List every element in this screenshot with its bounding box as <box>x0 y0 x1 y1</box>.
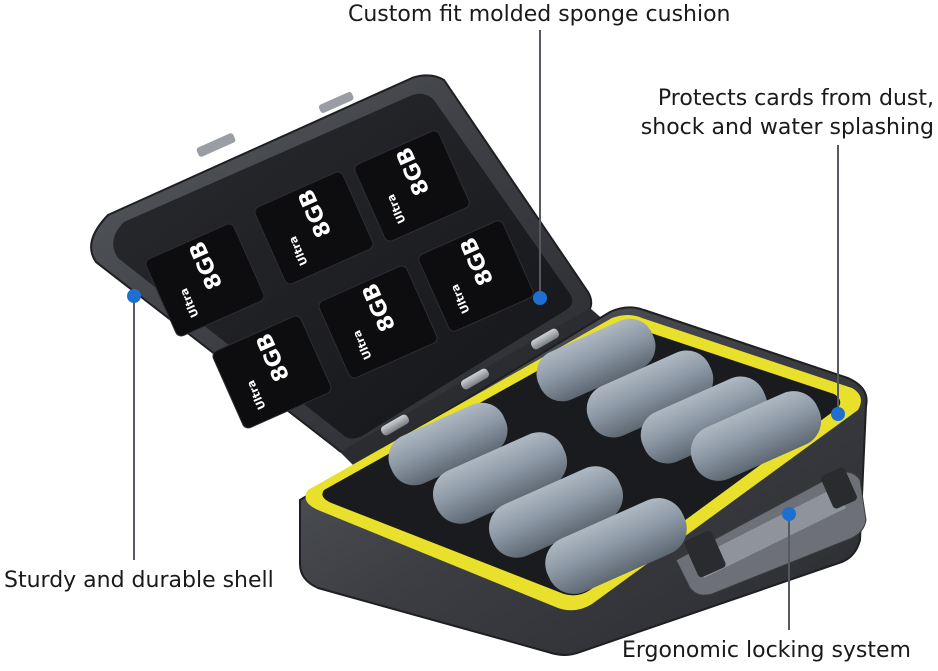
battery <box>586 350 714 438</box>
battery <box>536 318 656 402</box>
sd-card: 8GB Ultra <box>318 265 438 379</box>
battery <box>432 432 568 524</box>
sd-card: 8GB Ultra <box>212 315 332 429</box>
callout-dot <box>127 289 141 303</box>
locking-latch <box>675 467 867 596</box>
sd-card: 8GB Ultra <box>254 171 374 285</box>
callout-protection-line1: Protects cards from dust, <box>657 86 934 111</box>
sd-card: 8GB Ultra <box>354 130 470 242</box>
battery <box>488 466 624 558</box>
callout-dot <box>831 407 845 421</box>
battery <box>690 391 822 481</box>
battery-grid <box>388 318 822 594</box>
case-hinge <box>340 308 606 468</box>
callout-dot <box>533 291 547 305</box>
sd-card: 8GB Ultra <box>418 220 534 332</box>
callout-durable-shell: Sturdy and durable shell <box>4 568 274 593</box>
battery <box>545 498 687 594</box>
callout-protection-line2: shock and water splashing <box>640 115 934 140</box>
battery <box>640 376 768 464</box>
callout-lines <box>133 30 839 630</box>
callout-dots <box>127 289 845 521</box>
callout-locking-system: Ergonomic locking system <box>622 638 911 663</box>
sd-card: 8GB Ultra <box>145 223 265 337</box>
callout-sponge-cushion: Custom fit molded sponge cushion <box>348 2 731 27</box>
callout-dot <box>782 507 796 521</box>
callout-protection: Protects cards from dust, shock and wate… <box>634 84 934 142</box>
sd-card-grid: 8GB Ultra 8GB Ultra 8GB Ultra 8GB Ultra … <box>145 130 534 429</box>
battery <box>388 402 508 486</box>
